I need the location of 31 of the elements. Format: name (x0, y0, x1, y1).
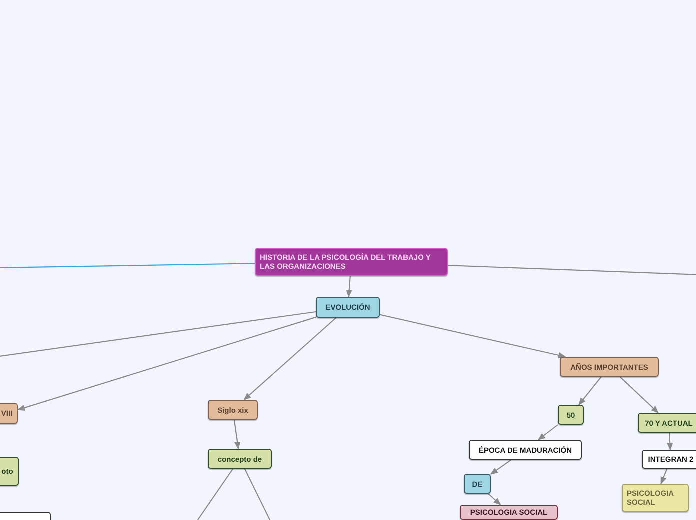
topic-box (642, 450, 696, 469)
topic-box (638, 413, 696, 433)
topic-box (558, 405, 584, 425)
topic-box (208, 400, 258, 420)
arrow (488, 494, 502, 506)
arrow (538, 424, 558, 440)
topic-box (460, 505, 558, 520)
connector-line (198, 468, 234, 520)
topic-box (560, 357, 659, 377)
topic-box (469, 440, 582, 460)
connector-line (0, 311, 316, 358)
topic-box (0, 403, 18, 424)
arrow (578, 376, 602, 406)
topic-box (255, 248, 448, 276)
arrow (667, 432, 674, 451)
topic-box (0, 457, 19, 486)
arrow (17, 316, 316, 411)
connector-line (244, 468, 270, 520)
connector-line (448, 265, 696, 276)
arrow (620, 376, 659, 414)
arrow (234, 420, 241, 450)
topic-box (464, 474, 491, 494)
arrow (490, 460, 512, 475)
arrow (660, 468, 668, 485)
topic-box (316, 297, 380, 318)
topic-box (208, 449, 272, 469)
connector-line (0, 263, 255, 269)
arrow (244, 318, 337, 400)
topic-box (622, 484, 689, 512)
arrow (346, 276, 352, 298)
arrow (380, 314, 566, 358)
